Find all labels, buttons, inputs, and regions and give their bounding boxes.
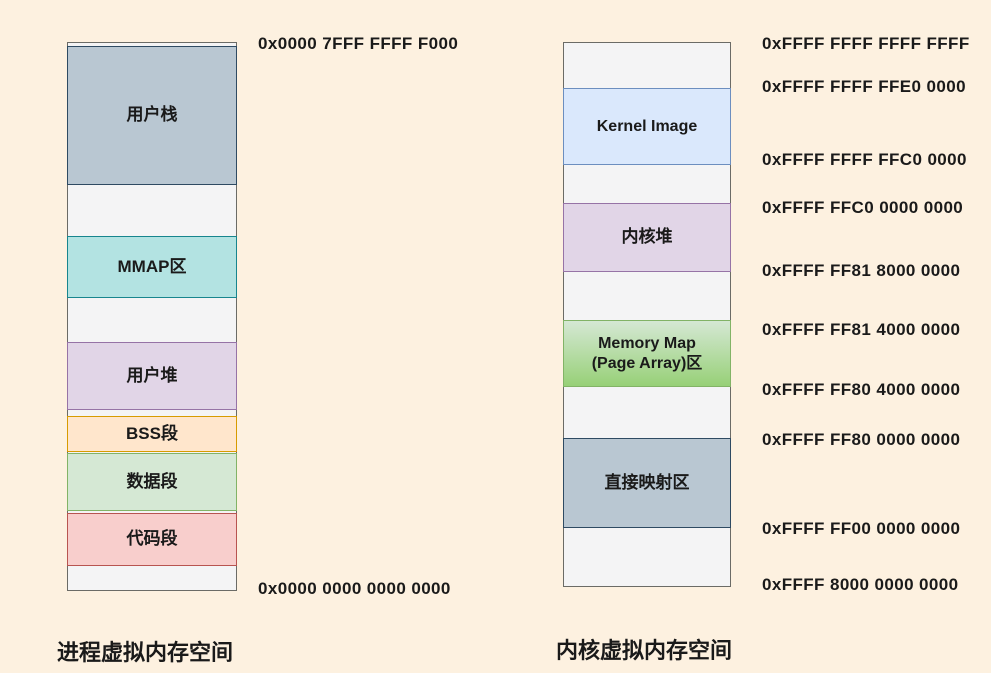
block-direct-mapping-area: 直接映射区: [563, 438, 731, 528]
block-memory-map-page-array: Memory Map (Page Array)区: [563, 320, 731, 387]
process-space-title: 进程虚拟内存空间: [57, 640, 234, 665]
address-kernel-9: 0xFFFF 8000 0000 0000: [762, 575, 959, 594]
address-process-top: 0x0000 7FFF FFFF F000: [258, 34, 459, 53]
block-bss-segment: BSS段: [67, 416, 237, 452]
block-kernel-heap-label: 内核堆: [621, 227, 673, 247]
block-data-segment: 数据段: [67, 453, 237, 511]
block-user-heap: 用户堆: [67, 342, 237, 410]
address-kernel-2: 0xFFFF FFFF FFC0 0000: [762, 150, 967, 169]
block-kernel-image-label: Kernel Image: [596, 117, 698, 135]
block-memory-map-label-line2: (Page Array)区: [591, 354, 703, 372]
block-user-heap-label: 用户堆: [126, 365, 178, 385]
block-bss-segment-label: BSS段: [126, 423, 178, 443]
block-code-segment-label: 代码段: [126, 529, 178, 549]
address-process-bottom: 0x0000 0000 0000 0000: [258, 579, 451, 598]
block-mmap-area: MMAP区: [67, 236, 237, 298]
address-kernel-5: 0xFFFF FF81 4000 0000: [762, 320, 961, 339]
block-code-segment: 代码段: [67, 513, 237, 566]
block-data-segment-label: 数据段: [126, 471, 178, 491]
block-user-stack-label: 用户栈: [126, 105, 178, 125]
block-mmap-area-label: MMAP区: [117, 256, 187, 276]
block-direct-mapping-area-label: 直接映射区: [604, 472, 690, 492]
process-memory-column: 用户栈 MMAP区 用户堆 BSS段 数据段 代码段: [67, 42, 237, 591]
address-kernel-1: 0xFFFF FFFF FFE0 0000: [762, 77, 966, 96]
block-kernel-heap: 内核堆: [563, 203, 731, 272]
address-kernel-8: 0xFFFF FF00 0000 0000: [762, 519, 961, 538]
block-memory-map-label-line1: Memory Map: [598, 335, 696, 353]
address-kernel-7: 0xFFFF FF80 0000 0000: [762, 430, 961, 449]
address-kernel-6: 0xFFFF FF80 4000 0000: [762, 380, 961, 399]
address-kernel-4: 0xFFFF FF81 8000 0000: [762, 261, 961, 280]
block-kernel-image: Kernel Image: [563, 88, 731, 165]
address-kernel-0: 0xFFFF FFFF FFFF FFFF: [762, 34, 970, 53]
block-user-stack: 用户栈: [67, 46, 237, 185]
kernel-memory-column: Kernel Image 内核堆 Memory Map (Page Array)…: [563, 42, 731, 587]
kernel-space-title: 内核虚拟内存空间: [556, 638, 733, 663]
address-kernel-3: 0xFFFF FFC0 0000 0000: [762, 198, 964, 217]
